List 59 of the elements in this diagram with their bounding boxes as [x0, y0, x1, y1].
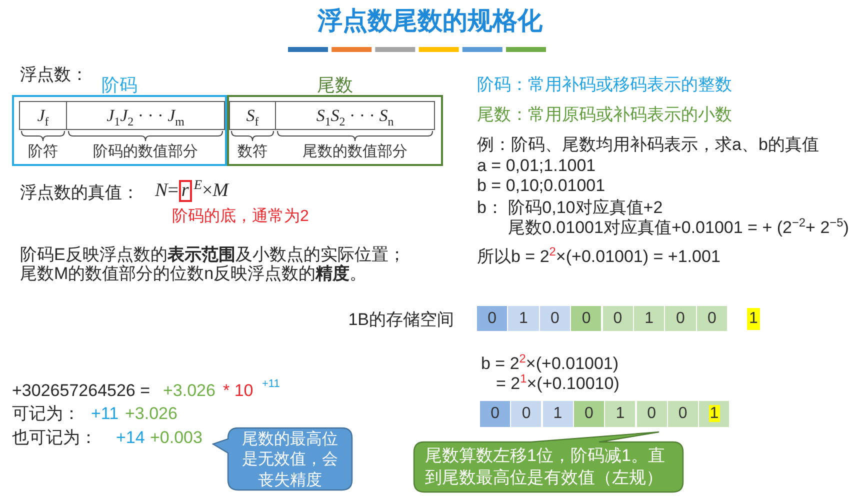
formula: = 2$^{1}$×(+0.10010) [496, 374, 620, 394]
speech-bubble [413, 431, 684, 493]
section-label: 浮点数： [20, 65, 88, 86]
row-label: 1B的存储空间 [348, 310, 454, 330]
bit-cell: 0 [540, 306, 570, 331]
bit-cell: 0 [668, 401, 698, 427]
bit-cell: 0 [480, 401, 510, 427]
bit-cell: 0 [636, 401, 667, 427]
bit-cell: 1 [634, 306, 664, 331]
example-question: 例：阶码、尾数均用补码表示，求a、b的真值 [477, 135, 819, 156]
callout-text: 尾数算数左移1位，阶码减1。直到尾数最高位是有效值（左规） [425, 445, 666, 490]
bit-cell: 1 [508, 306, 539, 331]
result-text: 所以b = 2$^{2}$×(+0.01001) = +1.001 [477, 247, 720, 268]
highlighted-bit: 1 [747, 308, 760, 330]
explanation-text: 尾数0.01001对应真值+0.01001 = + (2$^{−2}$+ 2$^{−5}$) [508, 218, 849, 238]
bit-cell: 1 [605, 401, 636, 427]
formula: b = 2$^{2}$×(+0.01001) [481, 354, 619, 374]
prefix-label: 可记为： [12, 404, 80, 424]
formula: N=r$^{E}$×M [155, 180, 228, 203]
bit-cell: 1 [699, 401, 730, 427]
prefix-label: 也可记为： [12, 428, 97, 448]
exponent-text: +11 [262, 378, 280, 392]
note-text: 阶码E反映浮点数的表示范围及小数点的实际位置； [20, 245, 406, 264]
brace-label: 阶码的数值部分 [93, 143, 198, 161]
slide-title: 浮点数尾数的规格化 [318, 6, 542, 36]
bit-cell: 0 [574, 401, 604, 427]
speech-bubble [212, 427, 353, 491]
definition-text: 尾数：常用原码或补码表示的小数 [477, 105, 732, 126]
bit-cell: 0 [696, 306, 727, 331]
bit-cell: 0 [602, 306, 633, 331]
number-text: +3.026 [125, 404, 178, 424]
example-value: a = 0,01;1.1001 [477, 156, 596, 176]
format-field: J$_{f}$ [19, 101, 67, 130]
format-field: S$_{f}$ [229, 101, 276, 130]
bit-cell: 1 [542, 401, 573, 427]
annotation-text: 阶码的底，通常为2 [172, 207, 309, 226]
number-text: +0.003 [150, 428, 202, 448]
format-field: S$_{1}$S$_{2}$ · · · S$_{n}$ [275, 101, 435, 130]
callout-text: 尾数的最高位是无效值，会丧失精度 [241, 430, 339, 491]
definition-text: 阶码：常用补码或移码表示的整数 [477, 75, 732, 96]
group-heading: 阶码 [102, 75, 138, 97]
bit-cell: 0 [571, 306, 602, 331]
explanation-text: b： 阶码0,10对应真值+2 [477, 198, 663, 218]
bit-cell: 0 [511, 401, 542, 427]
brace-label: 尾数的数值部分 [302, 143, 408, 161]
brace-label: 阶符 [28, 143, 58, 161]
example-value: b = 0,10;0.01001 [477, 176, 606, 196]
note-text: 尾数M的数值部分的位数n反映浮点数的精度。 [20, 264, 367, 284]
bit-cell: 0 [665, 306, 696, 331]
group-heading: 尾数 [317, 75, 353, 97]
number-text: * 10 [223, 381, 254, 402]
section-label: 浮点数的真值： [20, 183, 139, 204]
format-field: J$_{1}$J$_{2}$ · · · J$_{m}$ [66, 101, 225, 130]
bit-cell: 0 [477, 306, 508, 331]
number-text: +14 [116, 428, 145, 448]
number-text: +11 [91, 404, 119, 424]
brace-label: 数符 [238, 143, 268, 161]
number-text: +302657264526 = [12, 381, 150, 402]
number-text: +3.026 [163, 381, 216, 402]
